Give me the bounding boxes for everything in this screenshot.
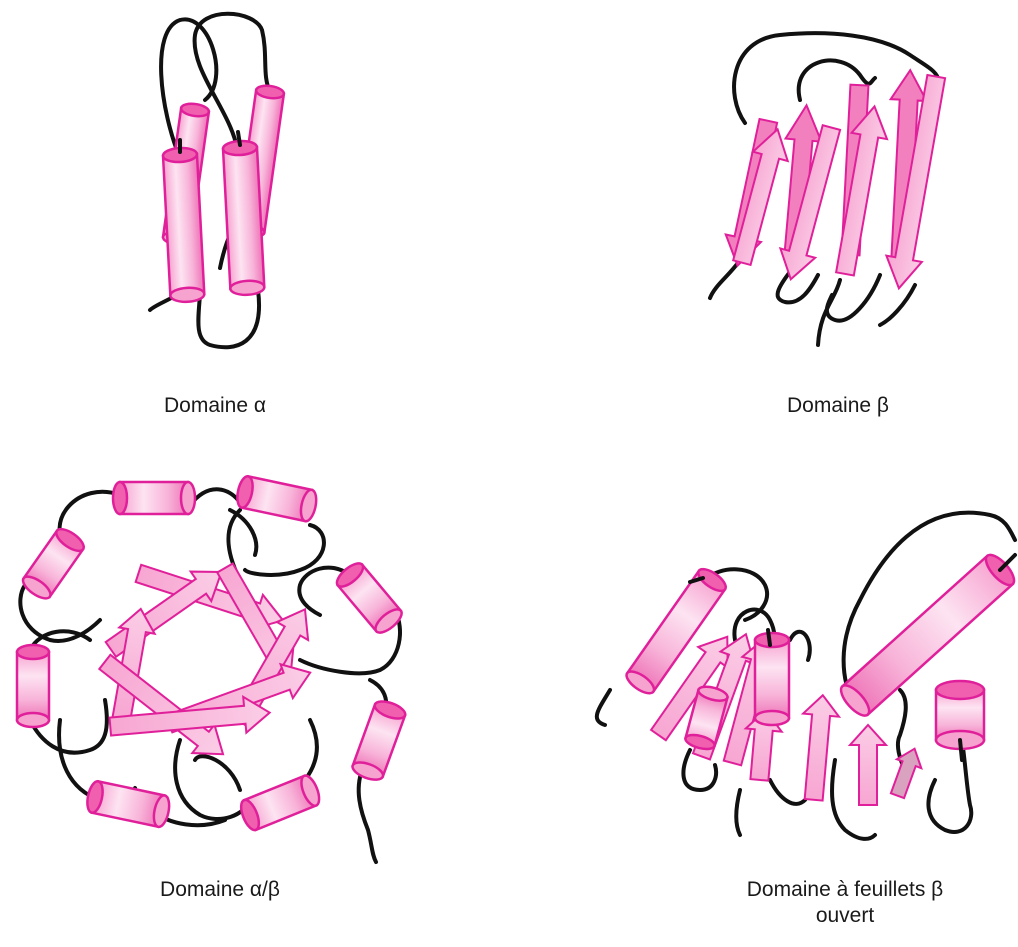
helix-icon [235, 475, 319, 523]
caption-open-line2: ouvert [690, 903, 1000, 929]
caption-beta-domain: Domaine β [738, 393, 938, 419]
helix-icon [350, 698, 407, 783]
helix-icon [836, 551, 1018, 720]
helix-icon [623, 565, 729, 697]
caption-open-line1: Domaine à feuillets β [690, 877, 1000, 903]
strand-arrow-icon [850, 725, 886, 805]
helix-icon [238, 773, 323, 832]
helix-icon [755, 633, 789, 725]
helix-icon [20, 525, 88, 602]
helix-icon [85, 780, 172, 828]
helix-icon [223, 140, 265, 296]
alpha-beta-barrel-strands [94, 556, 321, 768]
helix-icon [17, 645, 49, 727]
strand-arrow-icon [885, 744, 927, 800]
helix-icon [113, 482, 195, 514]
helix-icon [333, 559, 405, 636]
caption-alpha-domain: Domaine α [115, 393, 315, 419]
alpha-beta-outer-helices [17, 475, 407, 833]
caption-open-beta-sheet-domain: Domaine à feuillets β ouvert [690, 877, 1000, 929]
helix-icon [163, 147, 205, 303]
caption-alpha-beta-domain: Domaine α/β [110, 877, 330, 903]
beta-domain-strands [720, 69, 954, 291]
